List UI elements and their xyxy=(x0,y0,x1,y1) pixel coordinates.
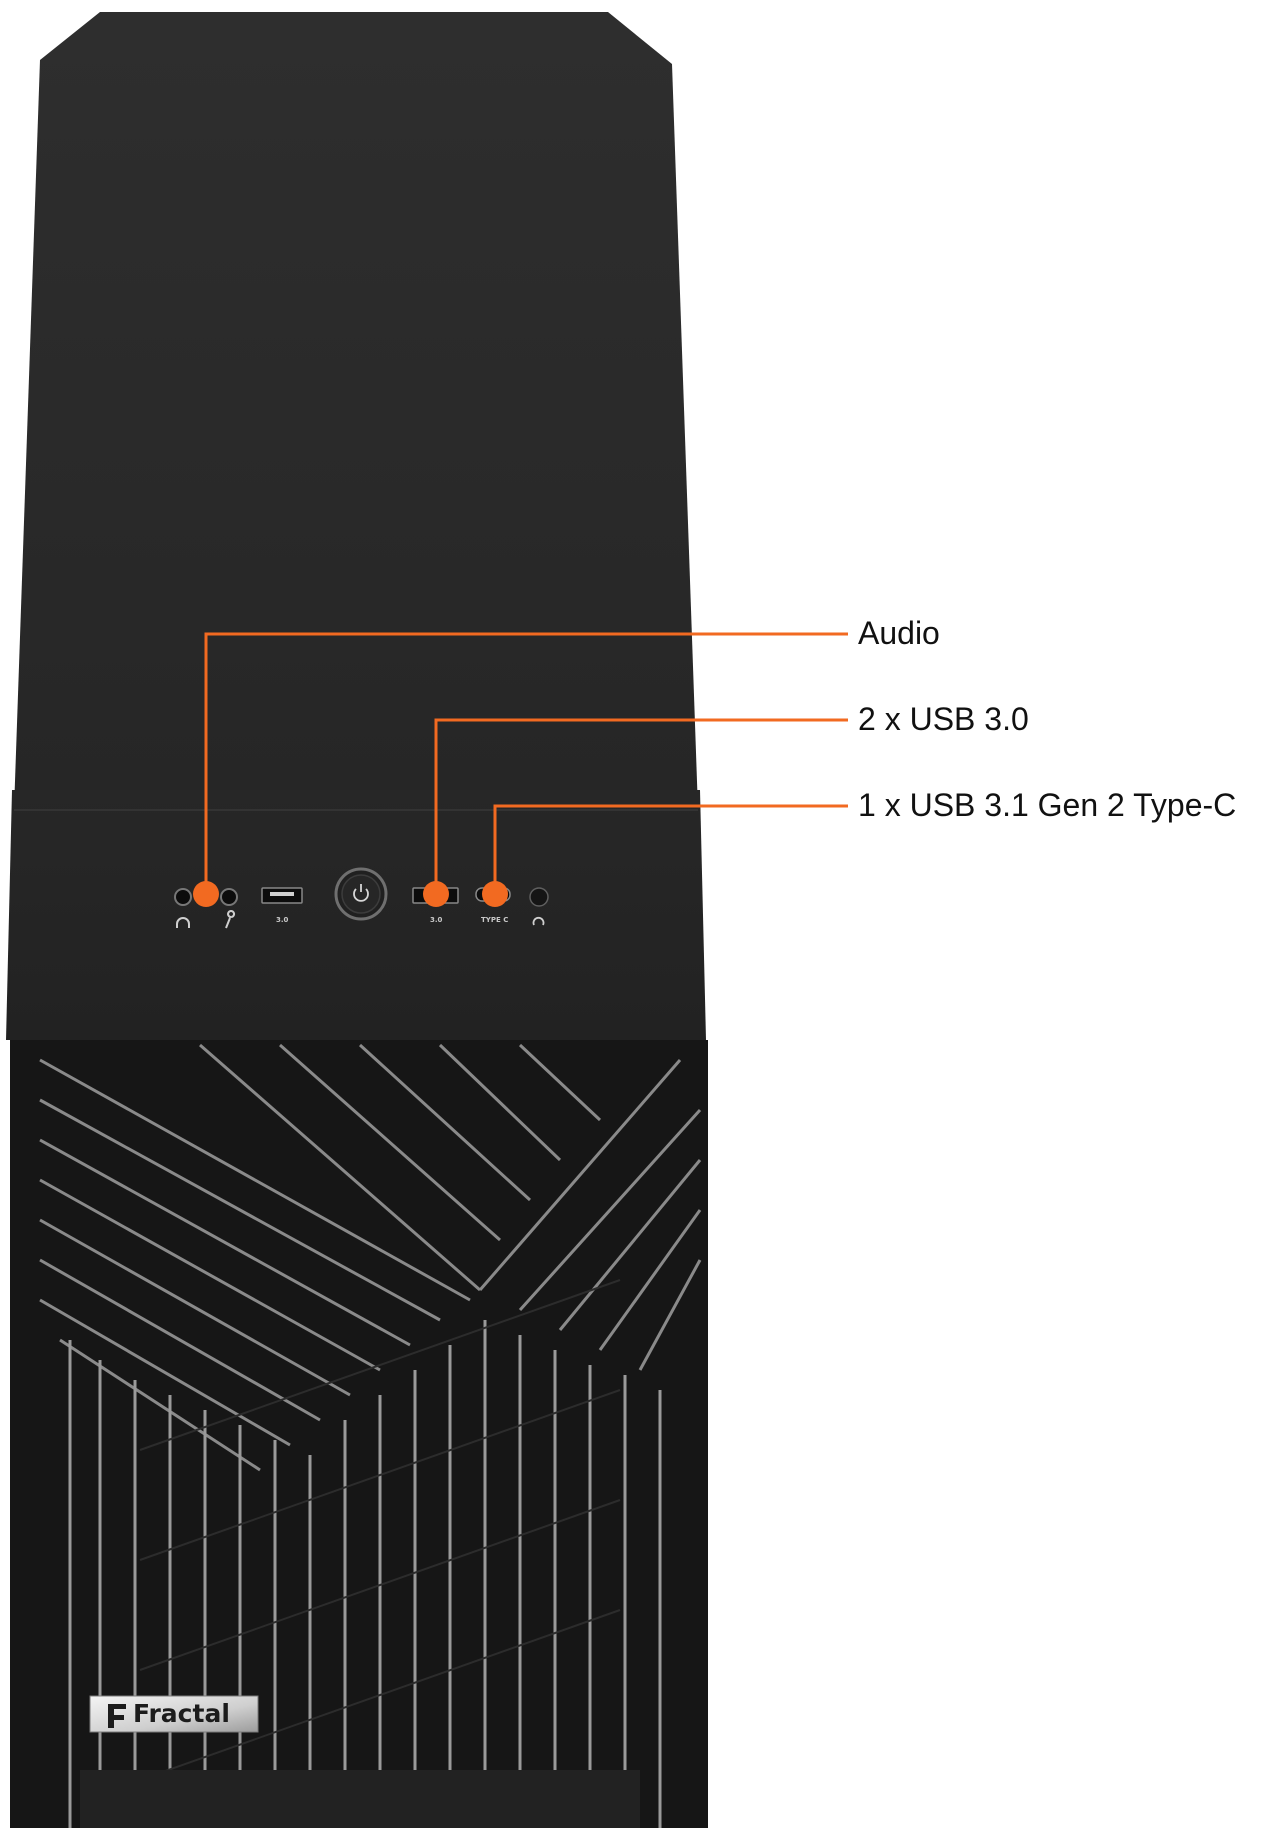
mic-jack[interactable] xyxy=(220,888,238,906)
typec-label: TYPE C xyxy=(481,916,508,924)
usb-callout-label: 2 x USB 3.0 xyxy=(858,701,1029,737)
audio-callout-dot xyxy=(193,881,219,907)
callout-lines xyxy=(204,632,848,894)
usb-callout-line xyxy=(434,718,848,894)
usb-left-label: 3.0 xyxy=(276,916,289,924)
headphone-icon xyxy=(176,917,190,928)
usb-port-left-tongue xyxy=(270,892,294,896)
bottom-plinth xyxy=(80,1770,640,1828)
power-icon xyxy=(353,884,369,902)
usb-callout-dot xyxy=(423,881,449,907)
front-panel xyxy=(10,1040,708,1828)
fractal-logo-icon xyxy=(108,1704,126,1728)
reset-icon xyxy=(532,917,545,926)
brand-logo-text: Fractal xyxy=(133,1699,230,1728)
logo-badge xyxy=(89,1695,259,1733)
audio-callout-label: Audio xyxy=(858,615,940,651)
audio-callout-line xyxy=(204,632,848,894)
headphone-jack[interactable] xyxy=(174,888,192,906)
microphone-icon xyxy=(225,910,236,929)
typec-callout-label: 1 x USB 3.1 Gen 2 Type-C xyxy=(858,787,1237,823)
fan-shadow xyxy=(139,1279,621,1781)
typec-callout-line xyxy=(493,804,848,894)
usb-right-label: 3.0 xyxy=(430,916,443,924)
reset-button[interactable] xyxy=(529,887,549,907)
front-fins xyxy=(39,1043,702,1472)
typec-callout-dot xyxy=(482,881,508,907)
case-top-panel xyxy=(14,12,698,810)
power-button[interactable] xyxy=(341,874,381,914)
